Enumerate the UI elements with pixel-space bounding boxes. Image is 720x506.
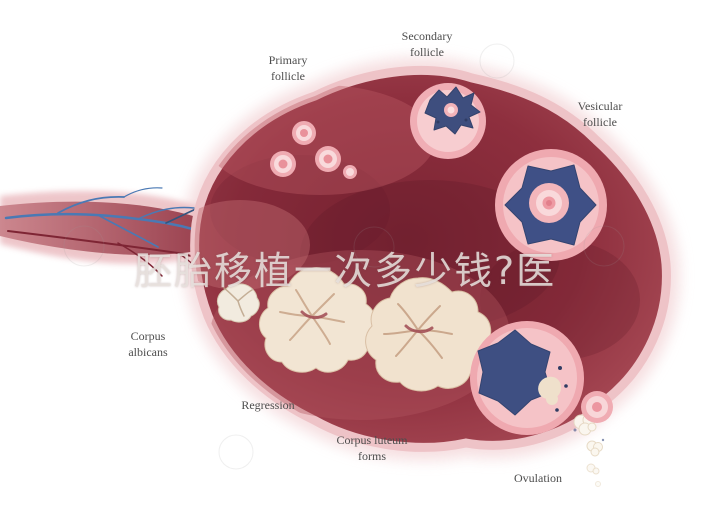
label-vesicular-follicle: Vesicular follicle <box>577 99 623 130</box>
primary-follicles <box>270 121 357 179</box>
mature-follicle <box>470 321 584 435</box>
label-corpus-albicans: Corpus albicans <box>128 329 168 360</box>
regression-corpus-luteum <box>259 267 376 373</box>
corpus-albicans <box>216 283 260 323</box>
ovulation-egg <box>573 391 613 487</box>
secondary-follicle <box>410 83 486 159</box>
label-secondary-follicle: Secondary follicle <box>401 29 453 60</box>
vesicular-follicle <box>495 149 607 261</box>
label-regression: Regression <box>241 398 295 412</box>
label-primary-follicle: Primary follicle <box>268 53 308 84</box>
ovary-body <box>170 70 666 447</box>
label-ovulation: Ovulation <box>514 471 562 485</box>
label-corpus-luteum-forms: Corpus luteum forms <box>336 433 408 464</box>
stock-watermark-icons <box>63 43 625 470</box>
corpus-luteum <box>365 277 492 392</box>
chinese-watermark-text: 胚胎移植一次多少钱?医 <box>134 249 557 293</box>
